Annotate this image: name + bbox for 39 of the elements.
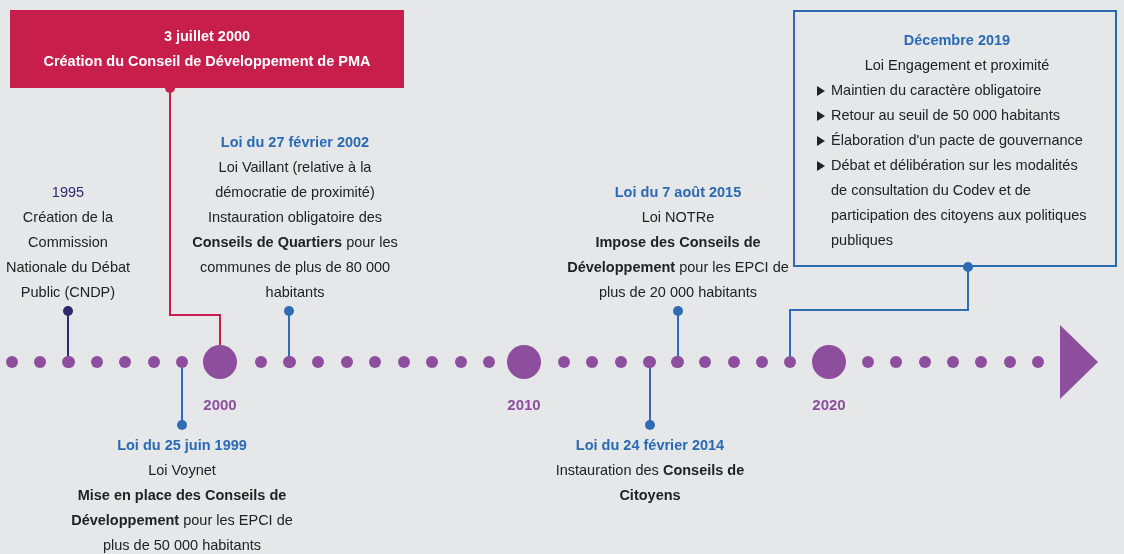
event-text: Impose des Conseils de Développement pour les EPCI de plus de 20 000 habitants	[566, 233, 790, 302]
date-heading: Loi du 7 août 2015	[613, 183, 743, 202]
event-box	[10, 10, 404, 88]
timeline-dot	[283, 356, 295, 368]
event-text: Instauration des Conseils de Citoyens	[554, 461, 746, 505]
event-text: Loi Vaillant (relative à la démocratie de proximité)	[214, 158, 376, 202]
date-heading: Décembre 2019	[902, 31, 1012, 50]
leader-line	[284, 306, 294, 357]
year-label: 2000	[203, 396, 237, 413]
event-box	[793, 10, 1117, 267]
timeline-dot	[644, 356, 656, 368]
event-text: Instauration obligatoire des Conseils de Quartiers pour les communes de plus de 80 000 habitants	[191, 208, 399, 302]
bullet-text: Retour au seuil de 50 000 habitants	[831, 106, 1060, 125]
event-text: Loi NOTRe	[640, 208, 716, 227]
timeline-dot	[62, 356, 74, 368]
bullet-text: Débat et délibération sur les modalités de consultation du Codev et de participation des citoyens aux politiques publiques	[831, 156, 1088, 250]
event-text: Loi Engagement et proximité	[863, 56, 1051, 75]
leader-line	[673, 306, 683, 357]
event-text: Mise en place des Conseils de Développement pour les EPCI de plus de 50 000 habitants	[70, 486, 294, 554]
leader-line	[789, 262, 973, 357]
event-text: Loi Voynet	[147, 461, 217, 480]
year-label: 2010	[507, 396, 541, 413]
date-heading: 1995	[50, 183, 86, 202]
event-text: Création du Conseil de Développement de PMA	[42, 52, 372, 71]
date-heading: Loi du 24 février 2014	[574, 436, 726, 455]
leader-line	[645, 367, 655, 430]
year-label: 2020	[812, 396, 846, 413]
bullet-text: Élaboration d'un pacte de gouvernance	[831, 131, 1083, 150]
timeline-dot	[784, 356, 796, 368]
timeline-dot	[203, 345, 237, 379]
event-text: Création de la Commission Nationale du Débat Public (CNDP)	[4, 208, 132, 302]
date-heading: 3 juillet 2000	[162, 27, 252, 46]
timeline-dot	[176, 356, 188, 368]
date-heading: Loi du 27 février 2002	[219, 133, 371, 152]
leader-line	[63, 306, 73, 357]
timeline-dot	[672, 356, 684, 368]
leader-line	[177, 367, 187, 430]
date-heading: Loi du 25 juin 1999	[116, 436, 248, 455]
bullet-text: Maintien du caractère obligatoire	[831, 81, 1042, 100]
